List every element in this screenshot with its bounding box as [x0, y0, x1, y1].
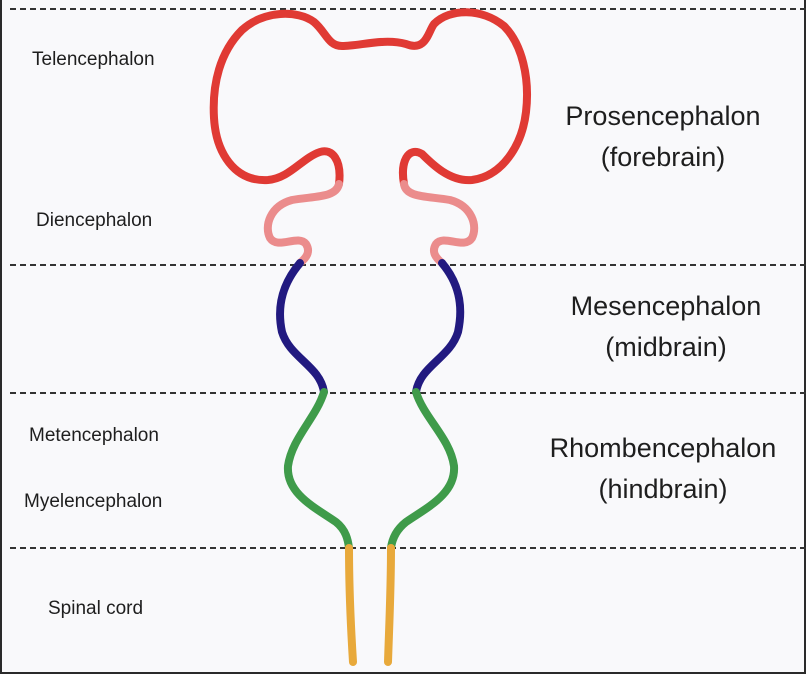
rhombencephalon-left [283, 388, 353, 552]
label-rhombencephalon: Rhombencephalon (hindbrain) [530, 428, 796, 510]
label-mesencephalon: Mesencephalon (midbrain) [547, 286, 785, 368]
divider-forebrain-midbrain [10, 264, 806, 266]
label-metencephalon: Metencephalon [29, 425, 159, 446]
rhombencephalon-right [387, 388, 459, 552]
label-prosencephalon-name: Prosencephalon [565, 101, 761, 131]
mesencephalon-left [276, 259, 328, 396]
label-rhombencephalon-name: Rhombencephalon [549, 433, 777, 463]
telencephalon-outline [209, 8, 531, 188]
divider-top [10, 8, 806, 10]
spinal-cord-left [345, 544, 357, 666]
label-prosencephalon: Prosencephalon (forebrain) [544, 96, 782, 178]
label-telencephalon: Telencephalon [32, 49, 155, 70]
label-spinal-cord: Spinal cord [48, 598, 144, 619]
label-myelencephalon: Myelencephalon [24, 491, 163, 512]
label-mesencephalon-sub: (midbrain) [605, 332, 727, 362]
label-rhombencephalon-sub: (hindbrain) [598, 474, 728, 504]
diencephalon-right [400, 180, 479, 267]
mesencephalon-right [412, 259, 465, 396]
label-prosencephalon-sub: (forebrain) [600, 142, 726, 172]
label-diencephalon: Diencephalon [36, 210, 153, 231]
divider-hindbrain-spinal [10, 547, 806, 549]
divider-midbrain-hindbrain [10, 392, 806, 394]
diencephalon-left [263, 180, 343, 267]
label-mesencephalon-name: Mesencephalon [570, 291, 762, 321]
spinal-cord-right [384, 544, 395, 666]
